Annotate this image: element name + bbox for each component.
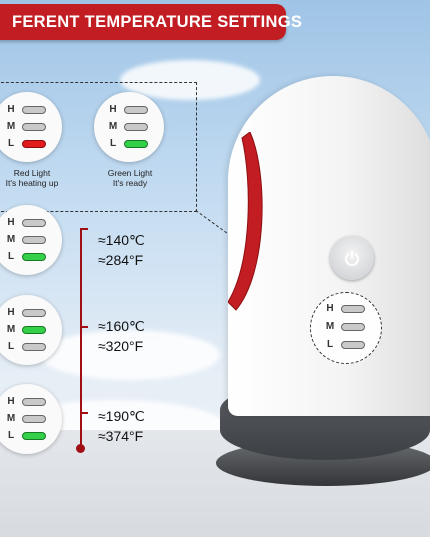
caption-heating: Red Light It's heating up xyxy=(0,168,70,188)
letter-l: L xyxy=(7,251,15,262)
letter-m: M xyxy=(6,324,16,335)
light-h xyxy=(341,304,365,313)
letter-m: M xyxy=(108,121,118,132)
light-m xyxy=(341,322,365,331)
letter-m: M xyxy=(6,234,16,245)
letter-h: H xyxy=(7,396,15,407)
temp-label-medium: ≈160℃ ≈320°F xyxy=(98,316,145,356)
temp-level-low: H M L xyxy=(0,205,62,275)
temp-fahrenheit: ≈374°F xyxy=(98,428,144,444)
light-m xyxy=(124,122,148,131)
power-icon xyxy=(345,250,359,266)
light-h xyxy=(22,397,46,406)
status-indicator-ready: H M L xyxy=(94,92,164,162)
light-l-red xyxy=(22,139,46,148)
caption-line: It's ready xyxy=(112,178,148,188)
title-banner: FERENT TEMPERATURE SETTINGS xyxy=(0,4,302,40)
letter-m: M xyxy=(6,121,16,132)
banner-title: FERENT TEMPERATURE SETTINGS xyxy=(12,12,303,31)
letter-l: L xyxy=(326,339,334,350)
letter-h: H xyxy=(7,307,15,318)
cloud xyxy=(120,60,260,100)
temp-label-high: ≈190℃ ≈374°F xyxy=(98,406,145,446)
light-m xyxy=(22,122,46,131)
light-l-green xyxy=(22,431,46,440)
light-m xyxy=(22,235,46,244)
temp-label-low: ≈140℃ ≈284°F xyxy=(98,230,145,270)
light-h xyxy=(124,105,148,114)
scale-tick xyxy=(80,412,88,414)
scale-tick xyxy=(80,326,88,328)
temp-fahrenheit: ≈320°F xyxy=(98,338,144,354)
light-h xyxy=(22,218,46,227)
caption-line: It's heating up xyxy=(5,178,59,188)
letter-h: H xyxy=(109,104,117,115)
caption-line: Green Light xyxy=(107,168,153,178)
letter-l: L xyxy=(7,341,15,352)
temp-celsius: ≈160℃ xyxy=(98,318,145,334)
letter-h: H xyxy=(326,303,334,314)
status-indicator-heating: H M L xyxy=(0,92,62,162)
temp-level-medium: H M L xyxy=(0,295,62,365)
letter-h: H xyxy=(7,104,15,115)
light-l-green xyxy=(22,252,46,261)
light-h xyxy=(22,105,46,114)
light-l xyxy=(341,340,365,349)
temperature-scale-line xyxy=(80,228,82,448)
cloud xyxy=(40,330,220,380)
temp-celsius: ≈190℃ xyxy=(98,408,145,424)
caption-line: Red Light xyxy=(13,168,51,178)
scale-tick xyxy=(80,228,88,230)
power-button[interactable] xyxy=(330,236,374,280)
light-h xyxy=(22,308,46,317)
light-l-green xyxy=(124,139,148,148)
temp-level-high: H M L xyxy=(0,384,62,454)
scale-end-dot xyxy=(76,444,85,453)
iron-handle-grip xyxy=(228,132,263,311)
temp-fahrenheit: ≈284°F xyxy=(98,252,144,268)
letter-m: M xyxy=(6,413,16,424)
light-m-green xyxy=(22,325,46,334)
letter-l: L xyxy=(7,138,15,149)
letter-m: M xyxy=(325,321,335,332)
device-indicator-panel: H M L xyxy=(310,292,382,364)
letter-h: H xyxy=(7,217,15,228)
caption-ready: Green Light It's ready xyxy=(92,168,168,188)
letter-l: L xyxy=(109,138,117,149)
light-l xyxy=(22,342,46,351)
letter-l: L xyxy=(7,430,15,441)
callout-dashed-frame xyxy=(0,82,197,212)
temp-celsius: ≈140℃ xyxy=(98,232,145,248)
light-m xyxy=(22,414,46,423)
